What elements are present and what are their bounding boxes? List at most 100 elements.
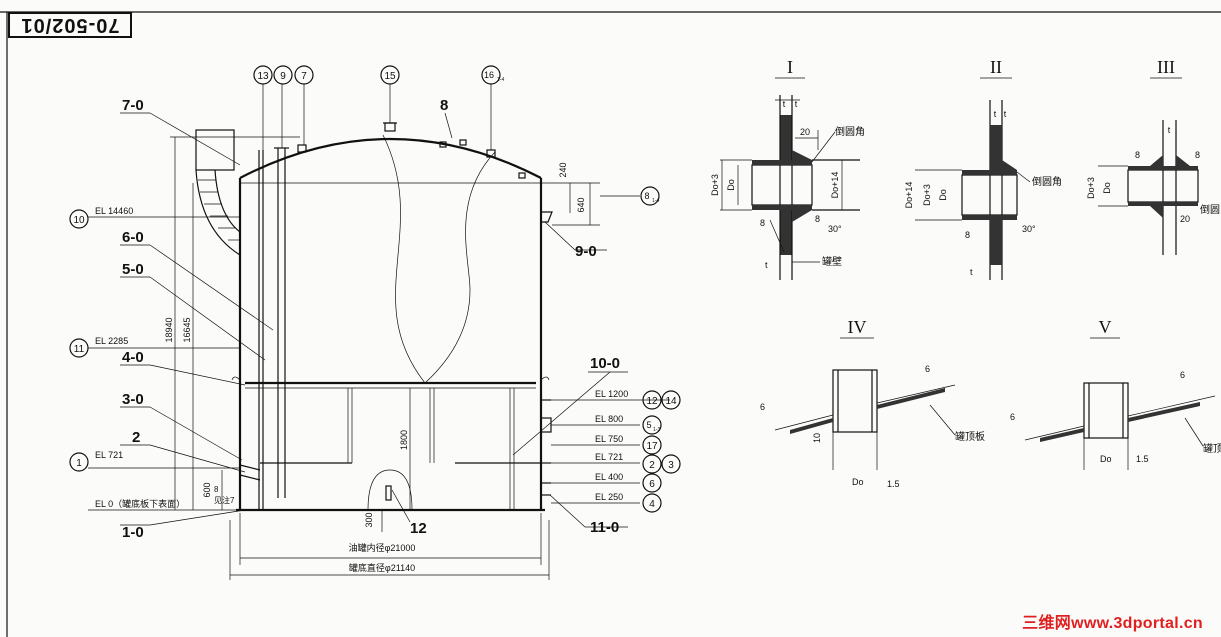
drawing-number: 70-502/01 bbox=[8, 12, 132, 38]
detail-I-do: Do bbox=[726, 179, 736, 191]
elevation-labels: EL 14460 EL 2285 EL 721 EL 0（罐底板下表面） EL … bbox=[95, 206, 628, 509]
roof bbox=[239, 138, 542, 179]
detail-V-w6a: 6 bbox=[1010, 412, 1015, 422]
balloon-7 bbox=[294, 65, 314, 85]
detail-IV-10: 10 bbox=[812, 433, 822, 443]
detail-IV-w6a: 6 bbox=[760, 402, 765, 412]
detail-I-w8b: 8 bbox=[815, 214, 820, 224]
dim-1800-text: 1800 bbox=[399, 430, 409, 450]
detail-III-t: t bbox=[1168, 125, 1171, 135]
dimension-texts: 18940 16645 1800 600 300 240 640 油罐内径φ21… bbox=[164, 162, 586, 573]
balloon-15-text: 15 bbox=[384, 71, 396, 82]
balloon-6-text: 6 bbox=[649, 479, 655, 490]
nozzle-9-0 bbox=[540, 211, 553, 223]
detail-III-20: 20 bbox=[1180, 214, 1190, 224]
balloon-16 bbox=[481, 65, 501, 85]
detail-II-t2: t bbox=[1004, 109, 1007, 119]
dim-240-text: 240 bbox=[558, 162, 568, 177]
detail-I-20: 20 bbox=[800, 127, 810, 137]
dim-bottom-dia-text: 罐底直径φ21140 bbox=[349, 562, 415, 573]
balloon-14 bbox=[661, 390, 681, 410]
label-10-0: 10-0 bbox=[590, 355, 620, 372]
dim-640-text: 640 bbox=[576, 197, 586, 212]
detail-I-w8a: 8 bbox=[760, 218, 765, 228]
balloon-14-text: 14 bbox=[665, 396, 677, 407]
detail-IV-roof: 罐顶板 bbox=[955, 430, 985, 443]
balloon-3 bbox=[661, 454, 681, 474]
detail-III-do3: Do+3 bbox=[1086, 177, 1096, 199]
balloon-6 bbox=[642, 473, 662, 493]
label-12: 12 bbox=[410, 520, 427, 537]
dim-300-text: 300 bbox=[364, 512, 374, 527]
balloon-8-sub: 1-4 bbox=[652, 198, 659, 204]
stair-inner bbox=[214, 169, 241, 233]
detail-I-chamfer: 倒圆角 bbox=[835, 126, 865, 138]
balloon-12-text: 12 bbox=[646, 396, 658, 407]
detail-II-w8: 8 bbox=[965, 230, 970, 240]
label-6-0: 6-0 bbox=[122, 229, 144, 246]
stair-platform bbox=[195, 129, 235, 171]
detail-II-chamfer: 倒圆角 bbox=[1032, 176, 1062, 188]
detail-V-roof: 罐顶 bbox=[1203, 442, 1221, 455]
label-3-0: 3-0 bbox=[122, 391, 144, 408]
detail-I-t1: t bbox=[783, 99, 786, 109]
detail-I-t2: t bbox=[795, 99, 798, 109]
part-labels: 7-0 6-0 5-0 4-0 3-0 2 1-0 8 9-0 10-0 11-… bbox=[120, 97, 628, 541]
internal-curve-2 bbox=[424, 151, 496, 384]
balloon-13-text: 13 bbox=[257, 71, 269, 82]
balloon-4-text: 4 bbox=[649, 499, 655, 510]
detail-IV: IV 6 6 10 Do 1.5 罐顶板 bbox=[760, 317, 985, 489]
balloon-16-sub: 1-4 bbox=[497, 77, 504, 83]
balloon-3-text: 3 bbox=[668, 460, 674, 471]
detail-I-tt: t bbox=[765, 260, 768, 270]
dim-16645-text: 16645 bbox=[182, 317, 192, 342]
detail-I-pipe bbox=[751, 164, 813, 206]
detail-II-do3: Do+3 bbox=[922, 184, 932, 206]
balloon-1 bbox=[69, 452, 89, 472]
el-250: EL 250 bbox=[595, 492, 623, 502]
detail-III-w8a: 8 bbox=[1135, 150, 1140, 160]
detail-IV-15: 1.5 bbox=[887, 479, 900, 489]
balloon-1-text: 1 bbox=[76, 458, 82, 469]
roof-nozzle-7 bbox=[297, 144, 307, 153]
label-9-0: 9-0 bbox=[575, 243, 597, 260]
roof-vent bbox=[384, 122, 396, 132]
detail-III-chamfer: 倒圆 bbox=[1200, 204, 1220, 216]
el-2285: EL 2285 bbox=[95, 336, 128, 346]
detail-IV-title: IV bbox=[848, 317, 867, 337]
detail-IV-w6b: 6 bbox=[925, 364, 930, 374]
detail-III-title: III bbox=[1157, 57, 1175, 77]
detail-II-title: II bbox=[990, 57, 1002, 77]
el-721-right: EL 721 bbox=[595, 452, 623, 462]
detail-II: II Do+14 Do+3 Do t t 倒圆角 8 30° t bbox=[904, 57, 1062, 280]
internal-curve-1 bbox=[382, 134, 426, 384]
detail-I-30: 30° bbox=[828, 224, 842, 234]
label-8: 8 bbox=[440, 97, 448, 114]
el-721-left: EL 721 bbox=[95, 450, 123, 460]
detail-V-w6b: 6 bbox=[1180, 370, 1185, 380]
balloon-12 bbox=[642, 390, 662, 410]
dim-inner-dia-text: 油罐内径φ21000 bbox=[349, 542, 416, 553]
label-7-0: 7-0 bbox=[122, 97, 144, 114]
el-400: EL 400 bbox=[595, 472, 623, 482]
balloon-2 bbox=[642, 454, 662, 474]
detail-II-do14: Do+14 bbox=[904, 182, 914, 209]
balloon-16-text: 16 bbox=[484, 70, 494, 80]
balloon-7-text: 7 bbox=[301, 71, 307, 82]
detail-V-pipe bbox=[1083, 382, 1129, 439]
detail-II-tt: t bbox=[970, 267, 973, 277]
detail-V-do: Do bbox=[1100, 454, 1112, 464]
watermark: 三维网www.3dportal.cn bbox=[1022, 615, 1203, 632]
tank-elevation bbox=[88, 84, 670, 580]
dim-600-text: 600 bbox=[202, 482, 212, 497]
balloon-8 bbox=[640, 186, 660, 206]
balloon-10 bbox=[69, 209, 89, 229]
detail-I-title: I bbox=[787, 57, 793, 77]
balloon-11-text: 11 bbox=[74, 344, 85, 355]
label-4-0: 4-0 bbox=[122, 349, 144, 366]
detail-II-t1: t bbox=[994, 109, 997, 119]
el-800: EL 800 bbox=[595, 414, 623, 424]
detail-V-15: 1.5 bbox=[1136, 454, 1149, 464]
